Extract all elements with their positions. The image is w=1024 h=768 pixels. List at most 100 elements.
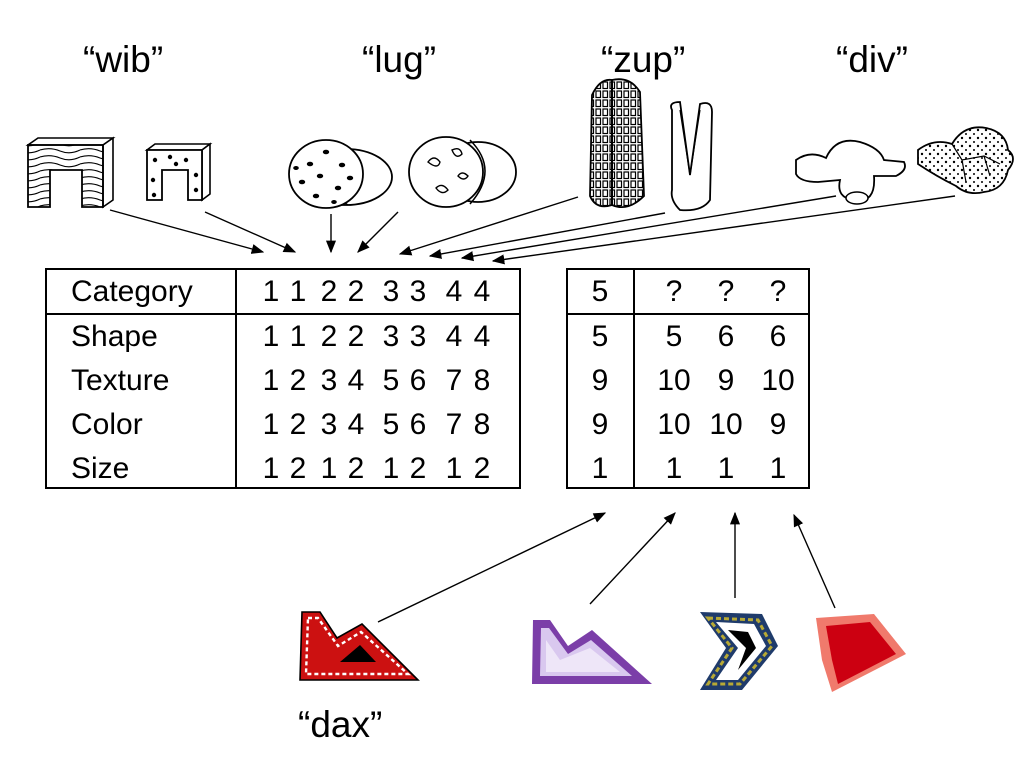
cell: 2 (347, 275, 365, 308)
row-label: Color (71, 408, 143, 441)
table-row-color: Color 1 2 3 4 5 6 7 8 (47, 403, 519, 447)
table-header-divider (568, 313, 808, 315)
cell: 9 (591, 408, 609, 441)
cell: 10 (761, 364, 795, 397)
cell: 1 (665, 452, 683, 485)
lug-object-spotted (288, 139, 393, 209)
cell: 5 (665, 320, 683, 353)
cell: 10 (709, 408, 743, 441)
cell: 7 (445, 364, 463, 397)
cell: ? (665, 275, 683, 308)
cell: 6 (769, 320, 787, 353)
test-object-navy (700, 612, 778, 690)
table-divider (235, 270, 237, 487)
cell: 3 (320, 364, 338, 397)
cell: 1 (262, 408, 280, 441)
table-row-size: Size 1 2 1 2 1 2 1 2 (47, 447, 519, 491)
training-arrows (109, 195, 956, 265)
zup-object-gridded (589, 78, 645, 208)
cell: 2 (320, 320, 338, 353)
dax-object (299, 611, 420, 681)
cell: 1 (289, 320, 307, 353)
test-table: 5 ? ? ? 5 5 6 6 9 10 9 10 9 10 10 9 1 1 … (566, 268, 810, 489)
cell: 3 (409, 320, 427, 353)
wib-object-dotted (144, 142, 213, 202)
cell: 9 (769, 408, 787, 441)
div-object-dotted (917, 126, 1014, 195)
cell: 1 (591, 452, 609, 485)
cell: 7 (445, 408, 463, 441)
cell: ? (717, 275, 735, 308)
cell: 6 (717, 320, 735, 353)
cell: 1 (262, 275, 280, 308)
cell: 4 (347, 408, 365, 441)
label-lug: “lug” (362, 39, 437, 80)
cell: 2 (289, 408, 307, 441)
test-object-purple (532, 620, 652, 684)
cell: 4 (473, 275, 491, 308)
cell: 1 (320, 452, 338, 485)
label-zup: “zup” (601, 39, 686, 80)
table-row-shape: Shape 1 1 2 2 3 3 4 4 (47, 315, 519, 359)
cell: 4 (347, 364, 365, 397)
label-dax: “dax” (298, 704, 383, 745)
cell: 10 (657, 364, 691, 397)
cell: 9 (717, 364, 735, 397)
row-label: Texture (71, 364, 170, 397)
cell: 8 (473, 408, 491, 441)
cell: 1 (382, 452, 400, 485)
cell: 1 (262, 364, 280, 397)
cell: 3 (382, 275, 400, 308)
table-header-divider (47, 313, 519, 315)
cell: 2 (347, 320, 365, 353)
table-row-texture: Texture 1 2 3 4 5 6 7 8 (47, 359, 519, 403)
cell: 6 (409, 364, 427, 397)
test-row-shape: 5 5 6 6 (568, 315, 808, 359)
cell: 1 (289, 275, 307, 308)
training-table: Category 1 1 2 2 3 3 4 4 Shape 1 1 2 2 3… (45, 268, 521, 489)
table-row-category: Category 1 1 2 2 3 3 4 4 (47, 270, 519, 314)
cell: 2 (409, 452, 427, 485)
cell: 5 (591, 275, 609, 308)
cell: 4 (473, 320, 491, 353)
cell: 2 (347, 452, 365, 485)
cell: 1 (262, 452, 280, 485)
cell: 5 (382, 364, 400, 397)
test-row-color: 9 10 10 9 (568, 403, 808, 447)
label-div: “div” (836, 39, 908, 80)
table-divider (633, 270, 635, 487)
cell: 2 (289, 364, 307, 397)
cell: 4 (445, 320, 463, 353)
test-row-texture: 9 10 9 10 (568, 359, 808, 403)
cell: 3 (382, 320, 400, 353)
cell: 8 (473, 364, 491, 397)
cell: 1 (769, 452, 787, 485)
wib-object-striped (25, 136, 116, 209)
div-object-plain (795, 139, 906, 205)
row-label: Size (71, 452, 130, 485)
cell: 4 (445, 275, 463, 308)
cell: 2 (473, 452, 491, 485)
cell: 5 (382, 408, 400, 441)
cell: 2 (289, 452, 307, 485)
cell: 10 (657, 408, 691, 441)
cell: 3 (320, 408, 338, 441)
zup-object-plain (670, 101, 713, 212)
test-object-red (816, 614, 906, 692)
cell: 1 (717, 452, 735, 485)
cell: 9 (591, 364, 609, 397)
test-arrows (377, 511, 836, 623)
test-row-size: 1 1 1 1 (568, 447, 808, 491)
cell: 3 (409, 275, 427, 308)
cell: 1 (262, 320, 280, 353)
cell: ? (769, 275, 787, 308)
cell: 1 (445, 452, 463, 485)
cell: 5 (591, 320, 609, 353)
row-label: Shape (71, 320, 158, 353)
test-row-category: 5 ? ? ? (568, 270, 808, 314)
cell: 6 (409, 408, 427, 441)
lug-object-blotched (408, 136, 517, 208)
cell: 2 (320, 275, 338, 308)
label-wib: “wib” (83, 39, 164, 80)
